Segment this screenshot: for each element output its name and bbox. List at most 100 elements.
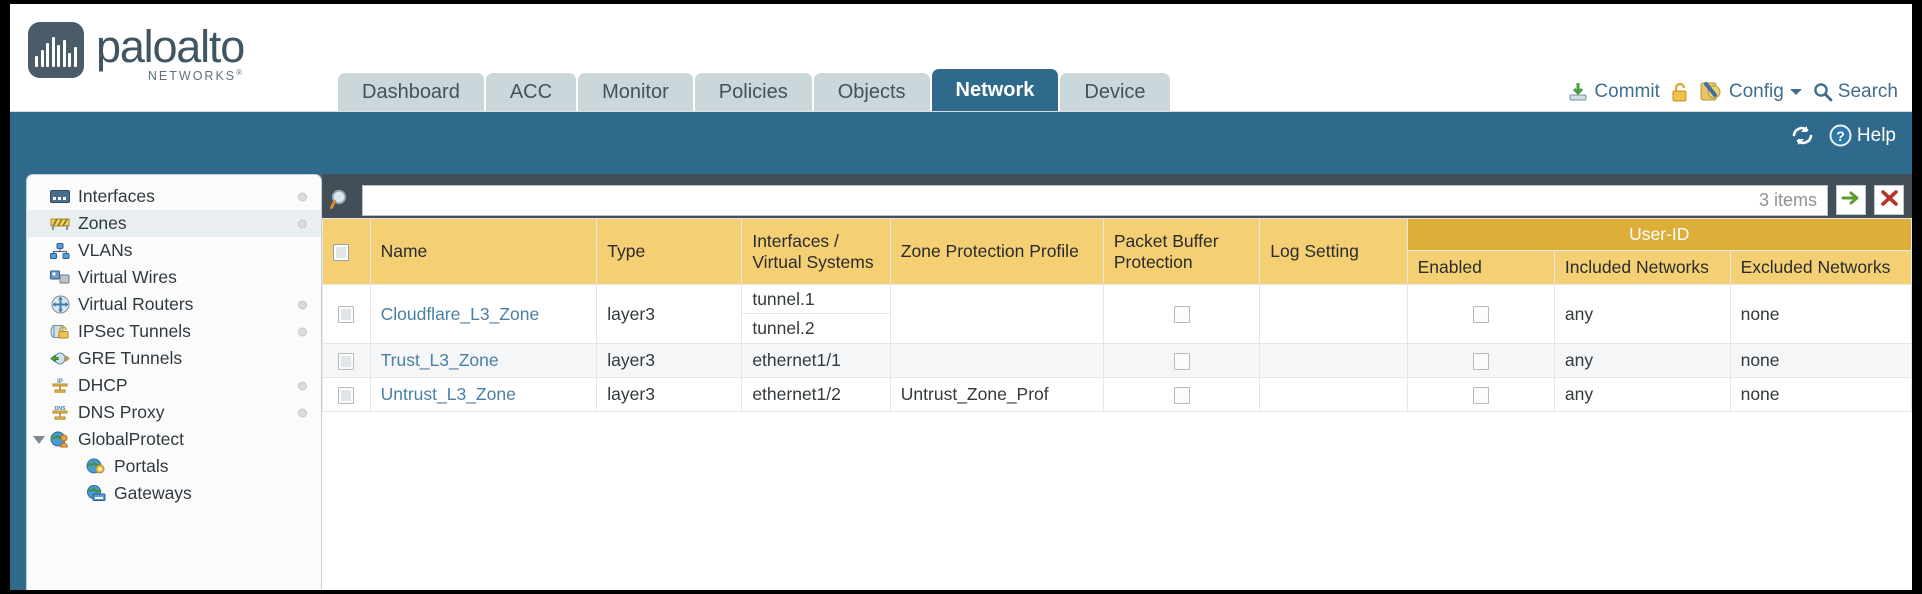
commit-button[interactable]: Commit xyxy=(1567,81,1660,103)
packet-buffer-checkbox[interactable] xyxy=(1173,352,1190,370)
toolbar-right-actions: ? Help xyxy=(1790,124,1896,147)
app-header: paloalto NETWORKS® Dashboard ACC Monitor… xyxy=(10,4,1912,112)
apply-filter-button[interactable] xyxy=(1836,185,1866,215)
cell-type: layer3 xyxy=(596,284,743,344)
col-packet-buffer-protection[interactable]: Packet Buffer Protection xyxy=(1102,218,1261,285)
userid-enabled-checkbox[interactable] xyxy=(1472,386,1489,404)
commit-download-icon xyxy=(1567,81,1589,103)
chevron-down-icon xyxy=(1789,87,1803,97)
cell-zone-protection-profile xyxy=(889,343,1104,378)
cell-log-setting xyxy=(1259,284,1408,344)
sidebar-item-virtual-wires[interactable]: Virtual Wires xyxy=(27,264,321,291)
zone-link[interactable]: Untrust_L3_Zone xyxy=(380,384,516,404)
select-all-header xyxy=(322,218,371,285)
col-log-setting[interactable]: Log Setting xyxy=(1259,218,1408,285)
interfaces-icon xyxy=(49,188,71,206)
zones-table: Name Type Interfaces / Virtual Systems Z… xyxy=(322,218,1912,412)
cell-interfaces: ethernet1/2 xyxy=(741,377,891,412)
col-interfaces[interactable]: Interfaces / Virtual Systems xyxy=(741,218,891,285)
cell-userid-enabled xyxy=(1406,377,1555,412)
sidebar-item-portals[interactable]: Portals xyxy=(27,453,321,480)
table-row[interactable]: Trust_L3_Zone layer3 ethernet1/1 xyxy=(322,343,1912,378)
col-type[interactable]: Type xyxy=(596,218,743,285)
tab-acc[interactable]: ACC xyxy=(485,73,577,111)
col-name[interactable]: Name xyxy=(369,218,598,285)
config-menu[interactable]: Config xyxy=(1700,81,1803,103)
search-icon[interactable] xyxy=(328,188,354,212)
refresh-icon[interactable] xyxy=(1790,124,1815,147)
group-header-row: Name Type Interfaces / Virtual Systems Z… xyxy=(322,218,1912,285)
cell-type: layer3 xyxy=(596,343,743,378)
search-input[interactable]: 3 items xyxy=(362,184,1828,216)
search-button[interactable]: Search xyxy=(1813,81,1898,103)
packet-buffer-checkbox[interactable] xyxy=(1173,386,1190,404)
cell-interfaces: tunnel.1 tunnel.2 xyxy=(741,284,891,344)
interface-entry: tunnel.1 xyxy=(742,285,890,314)
tab-network[interactable]: Network xyxy=(931,69,1059,111)
sidebar-item-gre-tunnels[interactable]: GRE Tunnels xyxy=(27,345,321,372)
svg-text:DNS: DNS xyxy=(55,406,66,412)
expand-collapse-icon[interactable] xyxy=(33,435,45,444)
cell-packet-buffer-protection xyxy=(1102,284,1261,344)
cell-interfaces: ethernet1/1 xyxy=(741,343,891,378)
sidebar-item-vlans[interactable]: VLANs xyxy=(27,237,321,264)
sidebar-item-dns-proxy[interactable]: DNS DNS Proxy xyxy=(27,399,321,426)
row-select-cell xyxy=(322,377,371,412)
globalprotect-icon xyxy=(49,431,71,449)
col-enabled[interactable]: Enabled xyxy=(1406,250,1555,285)
userid-enabled-checkbox[interactable] xyxy=(1472,352,1489,370)
cell-included-networks: any xyxy=(1553,343,1731,378)
cell-zone-protection-profile: Untrust_Zone_Prof xyxy=(889,377,1104,412)
cell-name: Cloudflare_L3_Zone xyxy=(369,284,598,344)
magnifier-icon xyxy=(1813,82,1833,102)
tab-objects[interactable]: Objects xyxy=(813,73,930,111)
col-zone-protection-profile[interactable]: Zone Protection Profile xyxy=(889,218,1104,285)
sidebar-item-dhcp[interactable]: IP DHCP xyxy=(27,372,321,399)
commit-label: Commit xyxy=(1594,81,1660,102)
cell-name: Trust_L3_Zone xyxy=(369,343,598,378)
network-sidebar: Interfaces Zones xyxy=(26,174,322,590)
table-row[interactable]: Cloudflare_L3_Zone layer3 tunnel.1 tunne… xyxy=(322,284,1912,344)
padlock-icon[interactable] xyxy=(1670,81,1690,103)
body-area: Interfaces Zones xyxy=(10,174,1912,590)
logo-wordmark: paloalto xyxy=(96,21,245,72)
cell-userid-enabled xyxy=(1406,343,1555,378)
status-dot xyxy=(298,381,307,390)
ipsec-tunnels-icon xyxy=(49,323,71,341)
tab-dashboard[interactable]: Dashboard xyxy=(338,73,484,111)
col-included-networks[interactable]: Included Networks xyxy=(1553,250,1731,285)
cell-log-setting xyxy=(1259,343,1408,378)
sidebar-item-label: Zones xyxy=(78,213,127,233)
row-checkbox[interactable] xyxy=(338,386,355,404)
row-checkbox[interactable] xyxy=(338,306,355,324)
status-dot xyxy=(298,300,307,309)
help-button[interactable]: ? Help xyxy=(1829,124,1896,147)
app-window: paloalto NETWORKS® Dashboard ACC Monitor… xyxy=(10,4,1912,590)
status-dot xyxy=(298,219,307,228)
sidebar-item-interfaces[interactable]: Interfaces xyxy=(27,183,321,210)
sidebar-item-virtual-routers[interactable]: Virtual Routers xyxy=(27,291,321,318)
table-row[interactable]: Untrust_L3_Zone layer3 ethernet1/2 Untru… xyxy=(322,377,1912,412)
packet-buffer-checkbox[interactable] xyxy=(1173,306,1190,324)
zone-link[interactable]: Trust_L3_Zone xyxy=(380,350,499,370)
sidebar-item-ipsec-tunnels[interactable]: IPSec Tunnels xyxy=(27,318,321,345)
cell-log-setting xyxy=(1259,377,1408,412)
col-excluded-networks[interactable]: Excluded Networks xyxy=(1729,250,1912,285)
row-checkbox[interactable] xyxy=(338,352,355,370)
zone-link[interactable]: Cloudflare_L3_Zone xyxy=(380,303,540,324)
tab-device[interactable]: Device xyxy=(1060,73,1170,111)
header-actions: Commit Config xyxy=(1567,81,1898,103)
clear-filter-button[interactable] xyxy=(1874,185,1904,215)
zones-icon xyxy=(49,215,71,233)
search-label: Search xyxy=(1837,81,1898,102)
gre-tunnels-icon xyxy=(49,350,71,368)
userid-enabled-checkbox[interactable] xyxy=(1472,306,1489,324)
sidebar-item-gateways[interactable]: Gateways xyxy=(27,480,321,507)
tab-policies[interactable]: Policies xyxy=(694,73,812,111)
sidebar-item-label: Portals xyxy=(114,456,169,476)
select-all-checkbox[interactable] xyxy=(333,243,349,261)
status-dot xyxy=(298,192,307,201)
sidebar-item-zones[interactable]: Zones xyxy=(27,210,321,237)
tab-monitor[interactable]: Monitor xyxy=(578,73,693,111)
sidebar-item-globalprotect[interactable]: GlobalProtect xyxy=(27,426,321,453)
